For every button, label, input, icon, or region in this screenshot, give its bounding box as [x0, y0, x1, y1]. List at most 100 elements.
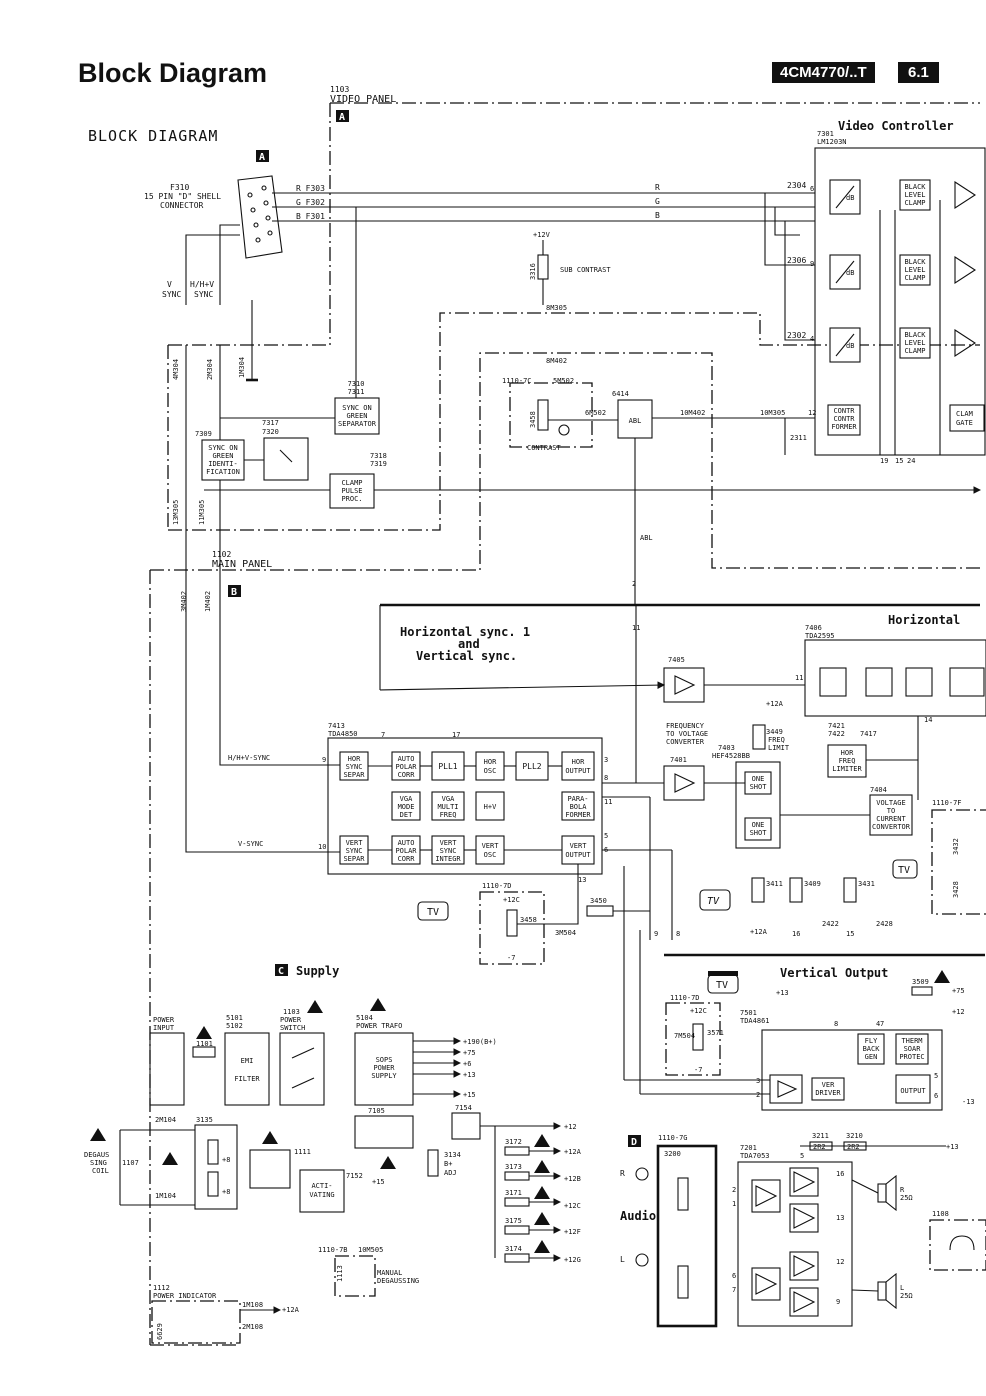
svg-text:HOR: HOR — [841, 749, 854, 757]
svg-text:+12G: +12G — [564, 1256, 581, 1264]
svg-text:AUTO: AUTO — [398, 839, 415, 847]
audio-section: D Audio 1110-7G 3200 R L 7201 TDA7053 32… — [620, 1132, 986, 1328]
video-panel-label: VIDEO PANEL — [330, 94, 396, 105]
svg-text:Video Controller: Video Controller — [838, 119, 954, 133]
svg-text:SYNC: SYNC — [346, 847, 363, 855]
svg-text:+190(B+): +190(B+) — [463, 1038, 497, 1046]
svg-text:24: 24 — [907, 457, 915, 465]
svg-text:12: 12 — [836, 1258, 844, 1266]
svg-text:TV: TV — [898, 865, 910, 876]
svg-text:8M402: 8M402 — [546, 357, 567, 365]
svg-text:+12A: +12A — [564, 1148, 582, 1156]
svg-text:10M305: 10M305 — [760, 409, 785, 417]
svg-text:+13: +13 — [776, 989, 789, 997]
svg-text:V-SYNC: V-SYNC — [238, 840, 263, 848]
svg-text:3458: 3458 — [529, 411, 537, 428]
svg-text:+75: +75 — [952, 987, 965, 995]
svg-text:TDA2595: TDA2595 — [805, 632, 835, 640]
svg-text:3432: 3432 — [952, 838, 960, 855]
svg-text:OSC: OSC — [484, 851, 497, 859]
svg-text:L: L — [620, 1255, 625, 1264]
svg-text:dB: dB — [846, 342, 854, 350]
svg-text:3173: 3173 — [505, 1163, 522, 1171]
svg-text:H+V: H+V — [484, 803, 497, 811]
svg-text:SYNC: SYNC — [194, 290, 213, 299]
svg-text:-13: -13 — [962, 1098, 975, 1106]
rgb-input-lines: R F303 G F302 B F301 R G B 2304 2306 230… — [272, 181, 815, 343]
svg-text:3458: 3458 — [520, 916, 537, 924]
vertical-control-panel: 1110-7D +12C 3458 3M504 -7 3450 — [479, 864, 650, 965]
hsync-title-2: and — [458, 637, 480, 651]
svg-text:MULTI: MULTI — [437, 803, 458, 811]
svg-text:Supply: Supply — [296, 964, 339, 978]
svg-text:3175: 3175 — [505, 1217, 522, 1225]
svg-text:HOR: HOR — [348, 755, 361, 763]
svg-text:6M502: 6M502 — [585, 409, 606, 417]
svg-text:OUTPUT: OUTPUT — [565, 851, 591, 859]
svg-text:AUTO: AUTO — [398, 755, 415, 763]
svg-text:POLAR: POLAR — [395, 847, 417, 855]
clamp-pulse-processor: 7318 7319 CLAMP PULSE PROC. — [204, 452, 982, 509]
svg-text:G F302: G F302 — [296, 198, 325, 207]
svg-text:2302: 2302 — [787, 331, 806, 340]
d-sub-connector: A F310 15 PIN "D" SHELL CONNECTOR — [144, 150, 283, 259]
svg-text:TV: TV — [707, 896, 720, 907]
svg-text:Audio: Audio — [620, 1209, 656, 1223]
svg-text:9: 9 — [810, 260, 814, 268]
svg-text:15 PIN "D" SHELL: 15 PIN "D" SHELL — [144, 192, 221, 201]
video-panel-boundary — [167, 102, 980, 531]
svg-text:dB: dB — [846, 269, 854, 277]
svg-text:3450: 3450 — [590, 897, 607, 905]
svg-text:7301: 7301 — [817, 130, 834, 138]
svg-text:3171: 3171 — [505, 1189, 522, 1197]
svg-text:FICATION: FICATION — [206, 468, 240, 476]
svg-text:POLAR: POLAR — [395, 763, 417, 771]
svg-text:8M305: 8M305 — [546, 304, 567, 312]
svg-text:7405: 7405 — [668, 656, 685, 664]
svg-text:9: 9 — [836, 1298, 840, 1306]
svg-text:SHOT: SHOT — [750, 783, 768, 791]
svg-text:1110-7D: 1110-7D — [482, 882, 512, 890]
svg-text:1112: 1112 — [153, 1284, 170, 1292]
svg-text:SOPS: SOPS — [376, 1056, 393, 1064]
svg-text:1M104: 1M104 — [155, 1192, 176, 1200]
svg-text:2R2: 2R2 — [847, 1143, 860, 1151]
svg-text:BOLA: BOLA — [570, 803, 588, 811]
svg-text:GEN: GEN — [865, 1053, 878, 1061]
svg-text:L: L — [900, 1284, 904, 1292]
svg-text:9: 9 — [654, 930, 658, 938]
svg-text:1110-7C: 1110-7C — [502, 377, 532, 385]
svg-text:2428: 2428 — [876, 920, 893, 928]
svg-text:TV: TV — [716, 980, 728, 991]
svg-text:FREQ: FREQ — [768, 736, 785, 744]
svg-text:1110-7B: 1110-7B — [318, 1246, 348, 1254]
svg-text:+12A: +12A — [750, 928, 768, 936]
svg-text:+12B: +12B — [564, 1175, 581, 1183]
net-1m402: 1M402 — [204, 591, 212, 612]
svg-text:FORMER: FORMER — [831, 423, 857, 431]
svg-text:7501: 7501 — [740, 1009, 757, 1017]
svg-text:POWER: POWER — [280, 1016, 302, 1024]
svg-text:2M104: 2M104 — [155, 1116, 176, 1124]
svg-text:POWER INDICATOR: POWER INDICATOR — [153, 1292, 217, 1300]
svg-text:CONTR: CONTR — [833, 407, 855, 415]
svg-text:13: 13 — [836, 1214, 844, 1222]
svg-text:SYNC: SYNC — [162, 290, 181, 299]
svg-text:12: 12 — [808, 409, 816, 417]
svg-text:C: C — [278, 966, 284, 977]
marker-a-video-letter: A — [339, 112, 345, 123]
marker-b-main — [228, 585, 241, 597]
svg-text:1101: 1101 — [196, 1040, 213, 1048]
svg-text:PLL1: PLL1 — [438, 762, 457, 771]
svg-text:PROTEC: PROTEC — [899, 1053, 924, 1061]
svg-text:H/H+V: H/H+V — [190, 280, 214, 289]
net-4m304: 4M304 — [172, 359, 180, 380]
svg-text:3172: 3172 — [505, 1138, 522, 1146]
svg-text:VATING: VATING — [309, 1191, 334, 1199]
svg-text:2: 2 — [756, 1091, 760, 1099]
model-badge: 4CM4770/..T — [772, 62, 875, 83]
sync-switch: 7317 7320 — [220, 417, 335, 481]
svg-text:LM1203N: LM1203N — [817, 138, 847, 146]
svg-text:OSC: OSC — [484, 767, 497, 775]
svg-text:PROC.: PROC. — [341, 495, 362, 503]
